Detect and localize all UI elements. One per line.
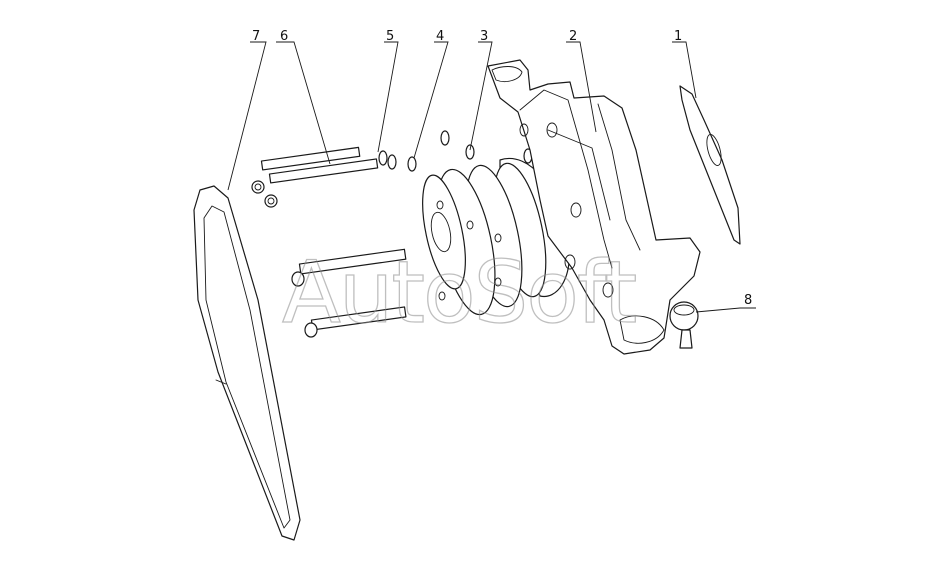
callout-number-7: 7 xyxy=(252,29,260,44)
drive-belt-part-7 xyxy=(193,185,301,541)
callout-number-8: 8 xyxy=(744,293,752,308)
callout-leaders xyxy=(227,41,756,313)
sensor-plug-part-8 xyxy=(669,301,699,349)
callout-number-2: 2 xyxy=(569,29,577,44)
lower-bolts xyxy=(291,248,407,338)
washers-part-4 xyxy=(378,150,417,172)
callout-number-1: 1 xyxy=(674,29,682,44)
callout-number-6: 6 xyxy=(280,29,288,44)
callout-number-3: 3 xyxy=(480,29,488,44)
nuts-part-3 xyxy=(440,130,533,164)
callout-number-4: 4 xyxy=(436,29,444,44)
watermark-text: AutoSoft xyxy=(282,243,636,343)
pump-housing-part-2 xyxy=(487,59,701,355)
gasket-part-1 xyxy=(679,85,741,245)
callout-number-5: 5 xyxy=(386,29,394,44)
long-bolts-part-6 xyxy=(251,146,379,208)
